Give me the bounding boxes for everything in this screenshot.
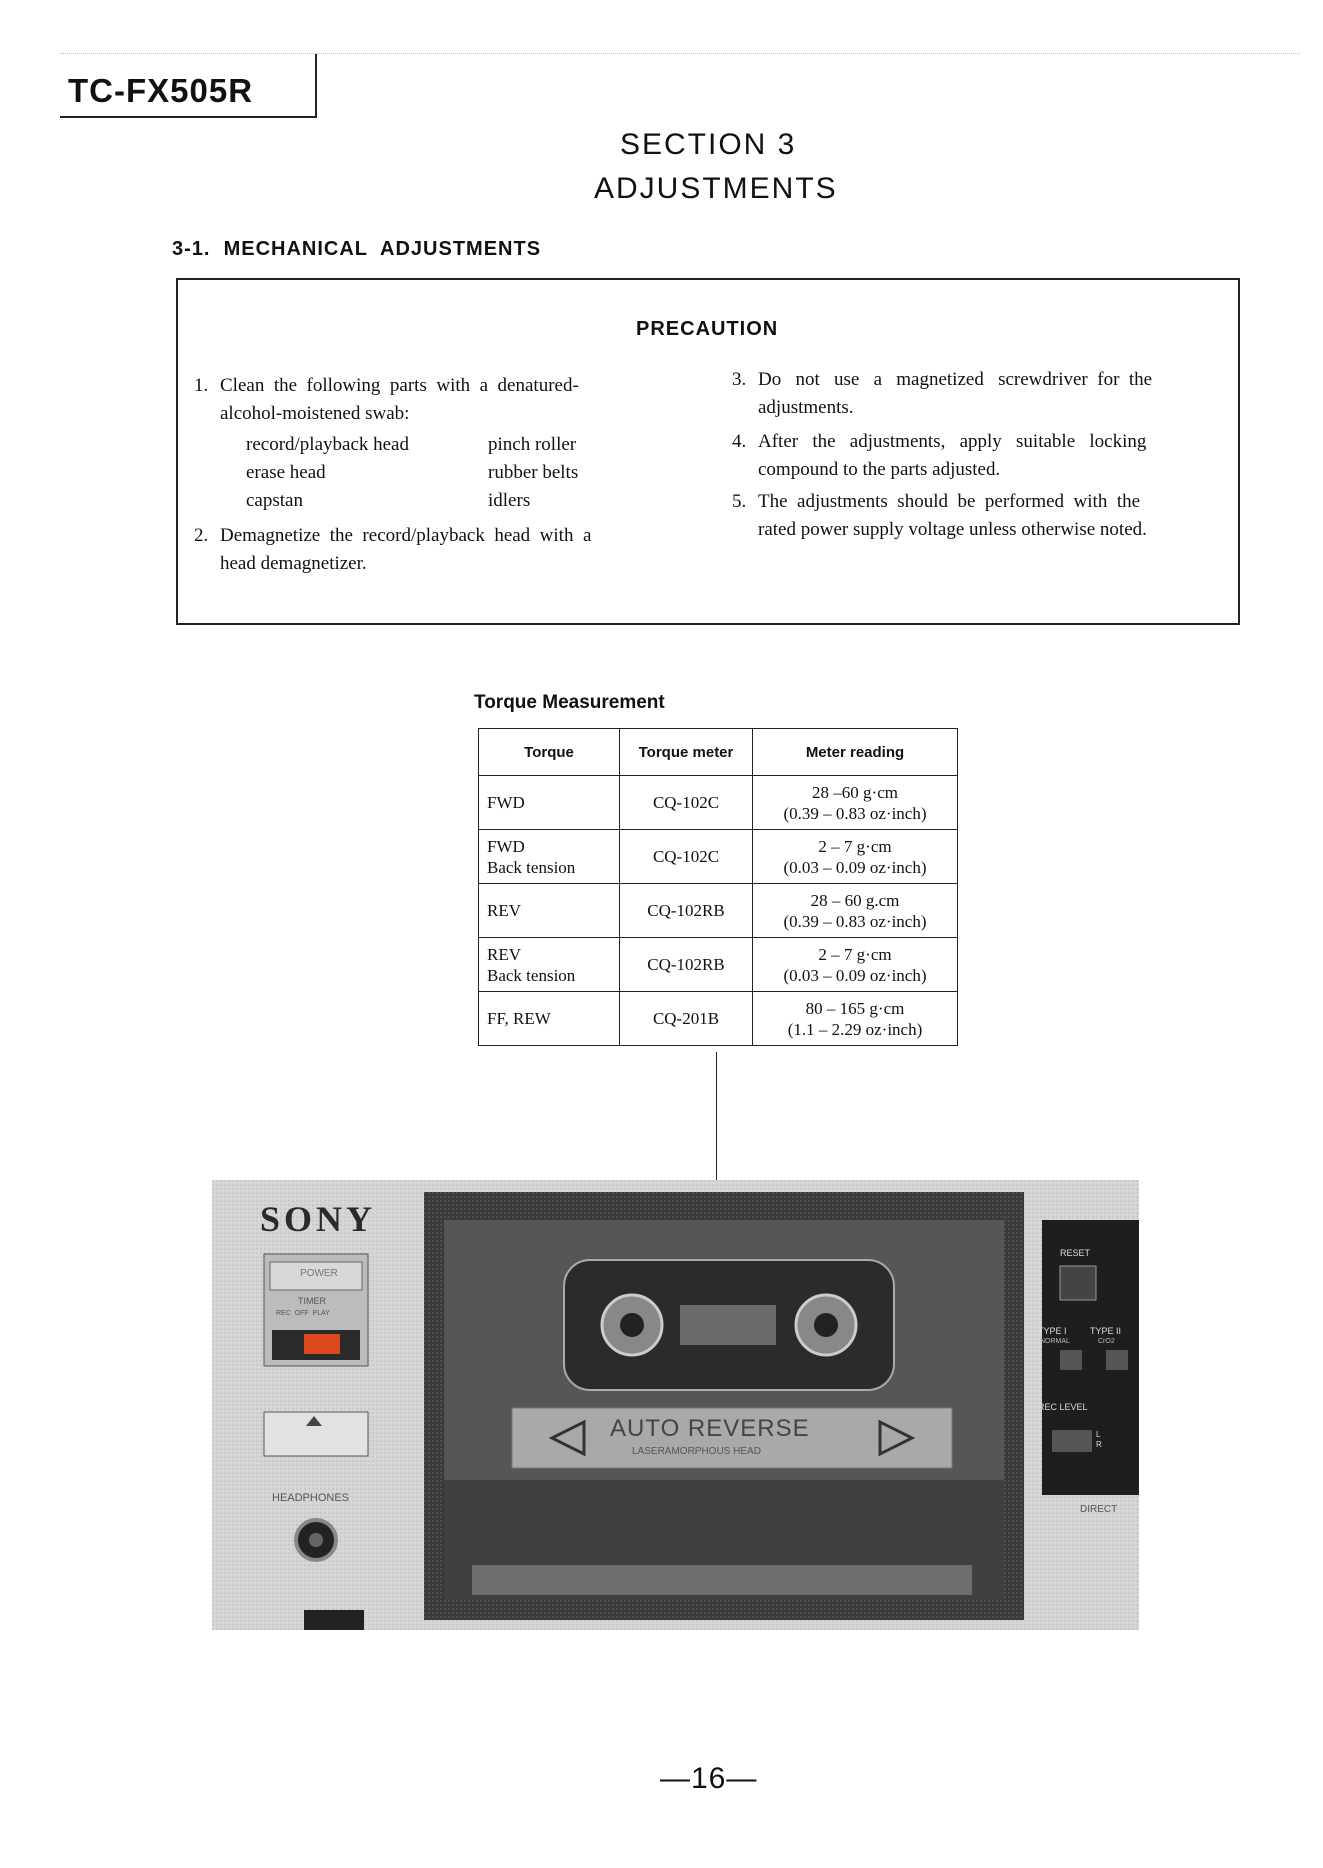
model-box (60, 54, 317, 118)
cell-meter: CQ-102C (619, 775, 753, 830)
section-subtitle: ADJUSTMENTS (594, 172, 838, 205)
item-text-line1: After the adjustments, apply suitable lo… (758, 431, 1147, 452)
cro2-label: CrO2 (1098, 1338, 1115, 1345)
rec-level-label: REC LEVEL (1038, 1402, 1088, 1412)
headphones-label: HEADPHONES (272, 1492, 350, 1504)
item-number: 1. (194, 375, 209, 396)
torque-table: Torque Torque meter Meter reading FWD CQ… (478, 728, 958, 1046)
table-row: FWD CQ-102C 28 –60 g·cm(0.39 – 0.83 oz·i… (478, 775, 958, 830)
part-item: pinch roller (488, 434, 577, 455)
type1-label: TYPE I (1038, 1326, 1067, 1336)
type2-label: TYPE II (1090, 1326, 1122, 1336)
part-item: record/playback head (246, 434, 409, 455)
cell-torque: FF, REW (478, 991, 620, 1046)
table-row: FF, REW CQ-201B 80 – 165 g·cm(1.1 – 2.29… (478, 991, 958, 1046)
parts-list-left: record/playback head erase head capstan (246, 431, 409, 515)
item-number: 5. (732, 491, 747, 512)
r-label: R (1096, 1440, 1102, 1449)
table-header-row: Torque Torque meter Meter reading (478, 728, 958, 776)
item-number: 3. (732, 369, 747, 390)
item-number: 2. (194, 525, 209, 546)
cassette-deck-illustration (212, 1180, 1139, 1630)
item-text-line2: compound to the parts adjusted. (758, 459, 1001, 480)
cell-meter: CQ-102RB (619, 883, 753, 938)
sony-logo: SONY (260, 1199, 377, 1239)
torque-title: Torque Measurement (474, 692, 665, 713)
header-torque: Torque (478, 728, 620, 776)
precaution-box (176, 278, 1240, 625)
model-title: TC-FX505R (68, 72, 254, 109)
cassette-deck-photo: SONY POWER TIMER REC OFF PLAY HEADPHONES… (212, 1180, 1139, 1630)
item-text-line1: The adjustments should be performed with… (758, 491, 1141, 512)
header-meter-reading: Meter reading (752, 728, 958, 776)
direct-label: DIRECT (1080, 1504, 1118, 1515)
header-torque-meter: Torque meter (619, 728, 753, 776)
reset-label: RESET (1060, 1248, 1091, 1258)
item-text-line1: Demagnetize the record/playback head wit… (220, 525, 592, 546)
cell-reading: 2 – 7 g·cm(0.03 – 0.09 oz·inch) (752, 937, 958, 992)
part-item: rubber belts (488, 462, 579, 483)
precaution-item-5: 5. The adjustments should be performed w… (732, 488, 1232, 544)
precaution-item-3: 3. Do not use a magnetized screwdriver f… (732, 366, 1232, 422)
item-text-line2: rated power supply voltage unless otherw… (758, 519, 1147, 540)
part-item: capstan (246, 490, 303, 511)
cell-reading: 28 – 60 g.cm(0.39 – 0.83 oz·inch) (752, 883, 958, 938)
leader-line (716, 1052, 717, 1242)
cassette-sublabel: LASERAMORPHOUS HEAD (632, 1446, 761, 1457)
section-title: SECTION 3 (620, 128, 797, 161)
item-text-line1: Do not use a magnetized screwdriver for … (758, 369, 1153, 390)
timer-label: TIMER (298, 1296, 326, 1306)
cell-torque: FWD (478, 775, 620, 830)
precaution-item-4: 4. After the adjustments, apply suitable… (732, 428, 1232, 484)
top-rule (60, 53, 1300, 54)
precaution-item-1: 1. Clean the following parts with a dena… (194, 372, 694, 428)
cassette-label: AUTO REVERSE (610, 1415, 810, 1442)
cell-reading: 2 – 7 g·cm(0.03 – 0.09 oz·inch) (752, 829, 958, 884)
item-text-line2: head demagnetizer. (220, 553, 367, 574)
l-label: L (1096, 1430, 1101, 1439)
precaution-title: PRECAUTION (636, 318, 779, 340)
table-row: REV CQ-102RB 28 – 60 g.cm(0.39 – 0.83 oz… (478, 883, 958, 938)
page-number: —16— (660, 1762, 758, 1795)
precaution-item-2: 2. Demagnetize the record/playback head … (194, 522, 694, 578)
parts-list-right: pinch roller rubber belts idlers (488, 431, 578, 515)
cell-reading: 80 – 165 g·cm(1.1 – 2.29 oz·inch) (752, 991, 958, 1046)
cell-meter: CQ-102RB (619, 937, 753, 992)
cell-torque: REV (478, 883, 620, 938)
item-number: 4. (732, 431, 747, 452)
item-text-line1: Clean the following parts with a denatur… (220, 375, 579, 396)
subsection-heading: 3-1. MECHANICAL ADJUSTMENTS (172, 238, 542, 260)
part-item: idlers (488, 490, 531, 511)
part-item: erase head (246, 462, 326, 483)
cell-reading: 28 –60 g·cm(0.39 – 0.83 oz·inch) (752, 775, 958, 830)
timer-modes-label: REC OFF PLAY (276, 1310, 330, 1317)
cell-meter: CQ-102C (619, 829, 753, 884)
cell-meter: CQ-201B (619, 991, 753, 1046)
normal-label: NORMAL (1040, 1338, 1070, 1345)
power-label: POWER (300, 1268, 338, 1279)
item-text-line2: alcohol-moistened swab: (220, 403, 410, 424)
item-text-line2: adjustments. (758, 397, 854, 418)
